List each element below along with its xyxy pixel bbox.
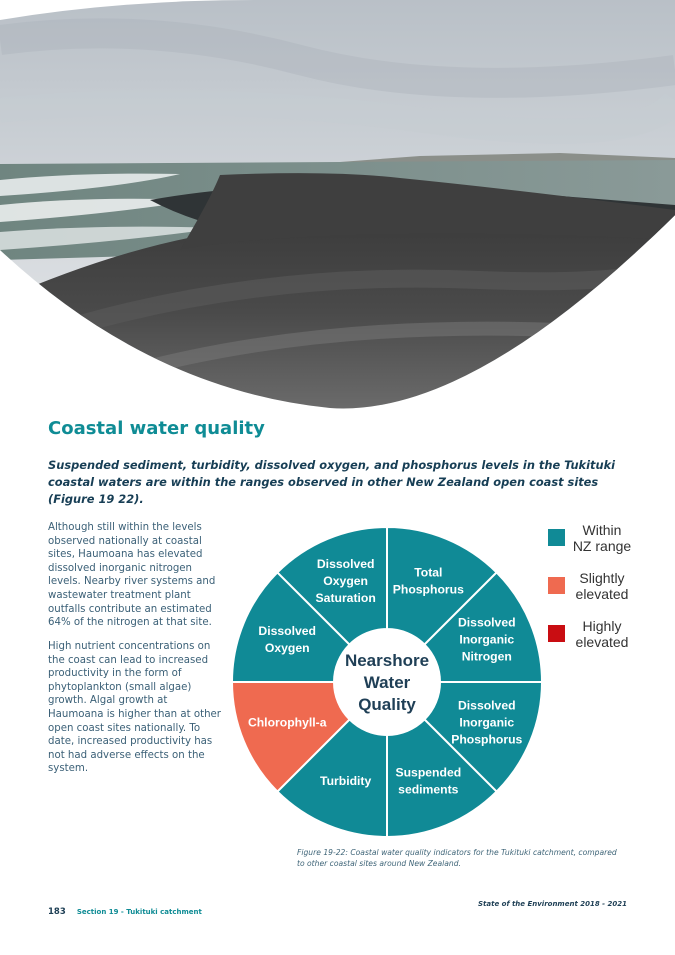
- segment-dissolved-oxygen: [230, 570, 351, 683]
- lead-paragraph: Suspended sediment, turbidity, dissolved…: [48, 458, 616, 506]
- page-footer: 183 Section 19 - Tukituki catchment Stat…: [48, 899, 627, 917]
- hero-photo: [0, 0, 675, 409]
- legend-swatch-highly: [548, 625, 565, 642]
- legend-swatch-within: [548, 529, 565, 546]
- segment-total-phosphorus: [386, 525, 499, 646]
- page-title: Coastal water quality: [48, 418, 265, 439]
- report-name: State of the Environment 2018 - 2021: [478, 900, 627, 908]
- body-paragraph-2: High nutrient concentrations on the coas…: [48, 641, 221, 775]
- segment-dissolved-oxygen-saturation: [275, 525, 388, 646]
- figure-caption: Figure 19-22: Coastal water quality indi…: [297, 848, 617, 868]
- body-paragraph-1: Although still within the levels observe…: [48, 522, 216, 629]
- segment-label-turbidity: Turbidity: [320, 774, 371, 788]
- segment-suspended-sediments: [386, 718, 499, 839]
- segment-label-chlorophyll-a: Chlorophyll-a: [248, 716, 327, 730]
- page-number: 183: [48, 907, 66, 917]
- legend-swatch-slightly: [548, 577, 565, 594]
- ring-center: [335, 630, 439, 734]
- segment-dissolved-inorganic-phosphorus: [423, 681, 544, 794]
- segment-chlorophyll-a: [230, 681, 351, 794]
- segment-turbidity: [275, 718, 388, 839]
- section-name: Section 19 - Tukituki catchment: [76, 908, 202, 916]
- segment-dissolved-inorganic-nitrogen: [423, 570, 544, 683]
